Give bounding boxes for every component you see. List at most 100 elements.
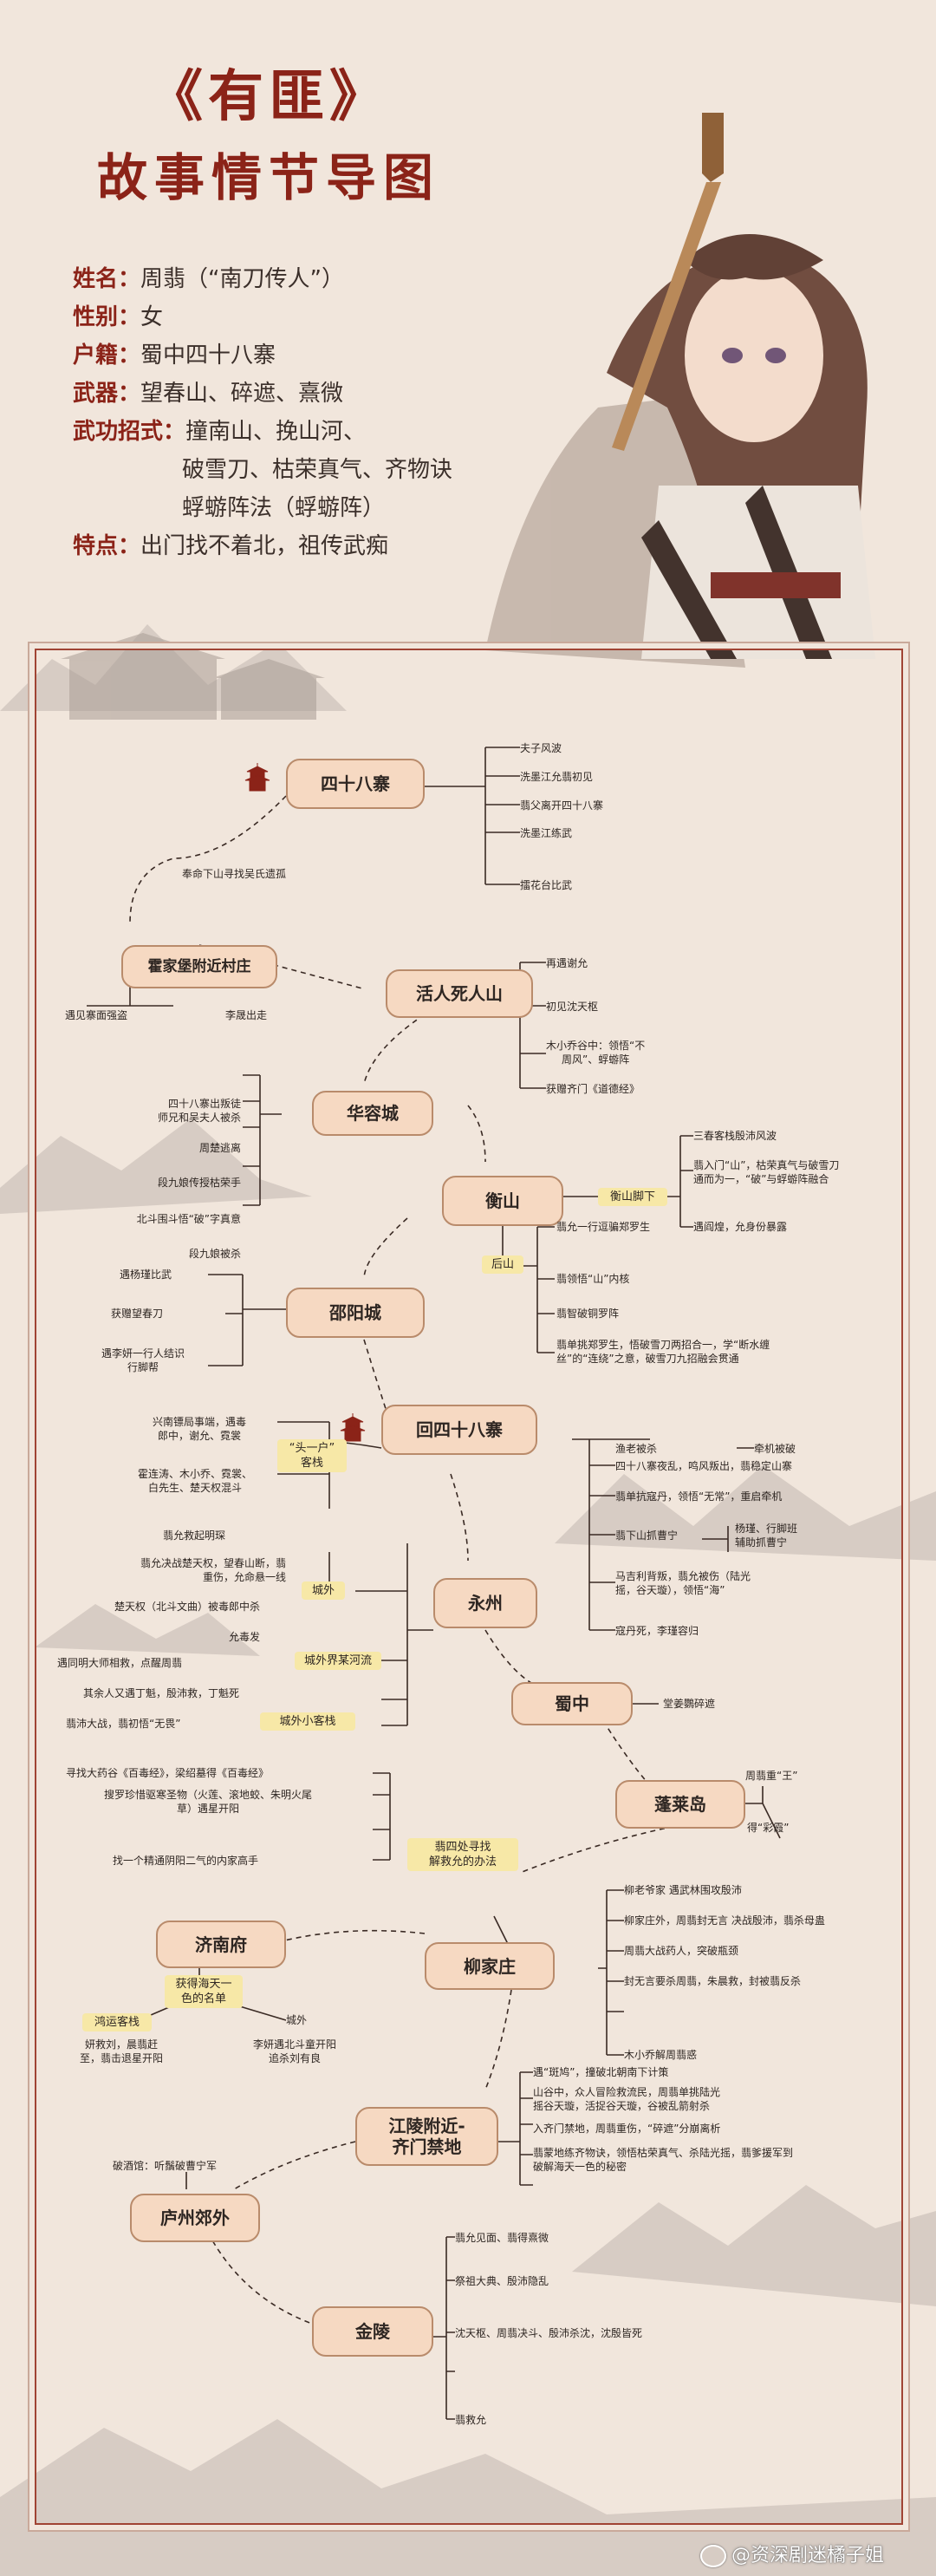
label: 杨瑾、行脚班 xyxy=(735,1523,798,1535)
label: 翡单挑郑罗生，悟破雪刀两招合一，学“断水缠 xyxy=(556,1339,770,1351)
node-luzhou-outskirts: 庐州郊外 xyxy=(130,2194,260,2242)
node-jiangling-line1: 江陵附近- xyxy=(388,2116,465,2136)
mindmap-frame xyxy=(35,649,903,2525)
label: 段九娘被杀 xyxy=(188,1248,241,1260)
label: 堂姜鸚碎遮 xyxy=(663,1698,716,1710)
profile-skill-3: 蜉蝣阵法（蜉蝣阵） xyxy=(73,489,523,527)
list-line2: 色的名单 xyxy=(180,1992,226,2005)
label: 其余人又遇丁魁，殷沛救，丁魁死 xyxy=(83,1687,240,1699)
label: 遇“斑鸠”，撞破北朝南下计策 xyxy=(533,2066,669,2078)
label: 郎中，谢允、霓裳 xyxy=(157,1430,241,1442)
profile-trait-value: 出门找不着北，祖传武痴 xyxy=(140,533,389,559)
label: 北斗围斗悟“破”字真意 xyxy=(136,1213,241,1225)
node-jiangling: 江陵附近-齐门禁地 xyxy=(355,2107,498,2166)
label: 洗墨江练武 xyxy=(520,827,573,839)
label: 翡下山抓曹宁 xyxy=(615,1529,679,1542)
highlight-hengshan-foot: 衡山脚下 xyxy=(598,1188,667,1206)
label: 破酒馆：听鬚破曹宁军 xyxy=(113,2160,218,2172)
label: 妍救刘，晨翡赶 xyxy=(84,2038,158,2051)
label: 白先生、楚天权混斗 xyxy=(147,1482,242,1494)
label: 翡救允 xyxy=(455,2414,487,2426)
label: 翡单抗寇丹，领悟“无常”，重启牵机 xyxy=(615,1490,783,1503)
label: 搜罗珍惜驱寒圣物（火莲、滚地蛟、朱明火尾 xyxy=(103,1789,312,1801)
label: 找一个精通阴阳二气的内家高手 xyxy=(113,1855,259,1867)
node-huoren-mountain: 活人死人山 xyxy=(386,969,533,1018)
search-line2: 解救允的办法 xyxy=(428,1855,497,1868)
label: 寻找大药谷《百毒经》，梁绍墓得《百毒经》 xyxy=(66,1767,270,1779)
highlight-houshan: 后山 xyxy=(482,1255,523,1274)
profile-name-value: 周翡（“南刀传人”） xyxy=(140,266,344,292)
pagoda-icon xyxy=(244,763,270,792)
profile-weapon-value: 望春山、碎遮、熹微 xyxy=(140,381,344,407)
profile-skill-2: 破雪刀、枯荣真气、齐物诀 xyxy=(73,451,523,489)
label: 翡父离开四十八寨 xyxy=(520,799,604,812)
title-line2: 故事情节导图 xyxy=(96,148,440,207)
label: 马吉利背叛，翡允被伤（陆光 xyxy=(615,1570,751,1582)
profile-block: 姓名：周翡（“南刀传人”） 性别：女 户籍：蜀中四十八寨 武器：望春山、碎遮、熹… xyxy=(73,260,523,565)
label: 柳家庄外，周翡封无言 决战殷沛，翡杀母蛊 xyxy=(624,1914,825,1927)
profile-home-key: 户籍： xyxy=(73,342,141,368)
highlight-small-inn: 城外小客栈 xyxy=(260,1712,355,1731)
weibo-icon xyxy=(699,2545,726,2567)
label: 木小乔解周翡惑 xyxy=(624,2049,698,2061)
profile-skill: 武功招式：撞南山、挽山河、 xyxy=(73,413,523,451)
label: 翡入门“山”，枯荣真气与破雪刀 xyxy=(693,1159,840,1171)
profile-name: 姓名：周翡（“南刀传人”） xyxy=(73,260,523,298)
label: 兴南镖局事端，遇毒 xyxy=(152,1416,246,1428)
profile-weapon: 武器：望春山、碎遮、熹微 xyxy=(73,375,523,413)
watermark: @资深剧迷橘子姐 xyxy=(699,2540,884,2567)
label: 再遇谢允 xyxy=(546,957,588,969)
label: 翡沛大战，翡初悟“无畏” xyxy=(66,1718,181,1730)
highlight-hongyun-inn: 鸿运客栈 xyxy=(82,2013,152,2031)
label: 柳老爷家 遇武林围攻殷沛 xyxy=(624,1884,742,1896)
highlight-list: 获得海天一色的名单 xyxy=(165,1975,243,2008)
node-yongzhou: 永州 xyxy=(433,1578,537,1628)
label: 获赠望春刀 xyxy=(111,1308,164,1320)
label: 入齐门禁地，周翡重伤，“碎遮”分崩离析 xyxy=(533,2123,721,2135)
label: 摇，谷天璇），领悟“海” xyxy=(615,1584,725,1596)
label: 获赠齐门《道德经》 xyxy=(546,1083,640,1095)
label: 擂花台比武 xyxy=(520,879,573,891)
label: 寇丹死，李瑾容归 xyxy=(615,1625,699,1637)
node-penglai-island: 蓬莱岛 xyxy=(615,1780,745,1829)
label: 摇谷天璇，活捉谷天璇，谷被乱箭射杀 xyxy=(533,2100,711,2112)
label: 四十八寨夜乱，鸣风叛出，翡稳定山寨 xyxy=(615,1460,793,1472)
node-shaoyang-city: 邵阳城 xyxy=(286,1288,425,1338)
label: 奉命下山寻找吴氏遗孤 xyxy=(182,868,287,880)
label: 翡智破铜罗阵 xyxy=(556,1308,620,1320)
label: 夫子风波 xyxy=(520,742,562,754)
label: 周翡重“王” xyxy=(745,1770,798,1782)
label: 城外 xyxy=(286,2014,308,2026)
label: 楚天权（北斗文曲）被毒郎中杀 xyxy=(114,1601,260,1613)
node-hengshan: 衡山 xyxy=(442,1176,563,1226)
inn-line1: “头一户” xyxy=(289,1442,335,1455)
profile-skill-value-3: 蜉蝣阵法（蜉蝣阵） xyxy=(182,495,386,521)
node-huojia-village: 霍家堡附近村庄 xyxy=(121,945,277,988)
node-huarong-city: 华容城 xyxy=(312,1091,433,1136)
label: 重伤，允命悬一线 xyxy=(202,1571,286,1583)
profile-gender-key: 性别： xyxy=(73,304,141,330)
label: 段九娘传授枯荣手 xyxy=(157,1177,241,1189)
label: 至，翡击退星开阳 xyxy=(79,2052,163,2064)
profile-name-key: 姓名： xyxy=(73,266,141,292)
profile-gender: 性别：女 xyxy=(73,298,523,336)
highlight-outside-city: 城外 xyxy=(302,1581,345,1600)
label: 翡允决战楚天权，望春山断，翡 xyxy=(140,1557,286,1569)
label: 翡领悟“山”内核 xyxy=(556,1273,630,1285)
highlight-river: 城外界某河流 xyxy=(295,1652,381,1670)
title-line1: 《有匪》 xyxy=(147,64,390,129)
watermark-text: @资深剧迷橘子姐 xyxy=(731,2545,884,2566)
label: 遇李妍一行人结识 xyxy=(101,1347,185,1360)
profile-home: 户籍：蜀中四十八寨 xyxy=(73,336,523,375)
pagoda-icon-2 xyxy=(340,1413,366,1442)
heroine-illustration xyxy=(485,113,875,668)
label: 允毒发 xyxy=(228,1631,260,1643)
profile-skill-value-1: 撞南山、挽山河、 xyxy=(185,419,367,445)
list-line1: 获得海天一 xyxy=(175,1978,232,1991)
label: 行脚帮 xyxy=(127,1361,159,1373)
label: 封无言要杀周翡，朱晨救，封被翡反杀 xyxy=(624,1975,802,1987)
label: 翡允见面、翡得熹微 xyxy=(455,2232,549,2244)
label: 祭祖大典、殷沛隐乱 xyxy=(455,2275,549,2287)
label: 得“彩霞” xyxy=(747,1822,790,1834)
label: 草）遇星开阳 xyxy=(176,1803,239,1815)
